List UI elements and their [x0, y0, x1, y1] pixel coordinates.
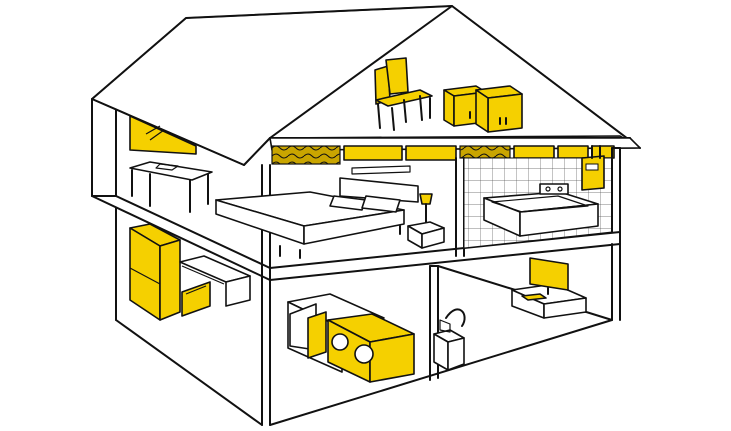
insulation-panel [513, 145, 555, 159]
lamp-icon [407, 193, 445, 249]
boxes-icon [443, 85, 523, 133]
table-icon [129, 161, 213, 213]
headboard-panel [351, 165, 411, 175]
attic-floor [269, 137, 641, 165]
interior-wall [455, 157, 465, 257]
dryer-icon [289, 303, 327, 359]
bathtub-icon [483, 191, 599, 237]
tv-icon [521, 257, 569, 301]
insulation-panel [343, 145, 403, 161]
kitchen-counter [179, 255, 251, 307]
bed-icon [215, 177, 419, 259]
window-icon [129, 115, 197, 155]
boiler-icon [581, 145, 605, 191]
socket-panel [539, 183, 569, 195]
chairs-icon [374, 57, 433, 131]
washing-machine-icon [327, 313, 415, 383]
dishwasher-icon [181, 281, 211, 317]
fridge-icon [129, 223, 181, 321]
insulation-panel [557, 145, 589, 159]
right-wall [611, 147, 621, 321]
insulation-panel [405, 145, 457, 161]
lower-left-wall [115, 207, 263, 426]
phone-icon [433, 308, 466, 371]
upper-floor [91, 195, 621, 281]
insulation-panel [271, 145, 341, 165]
left-wall [91, 98, 117, 197]
insulation-panel [459, 145, 511, 159]
